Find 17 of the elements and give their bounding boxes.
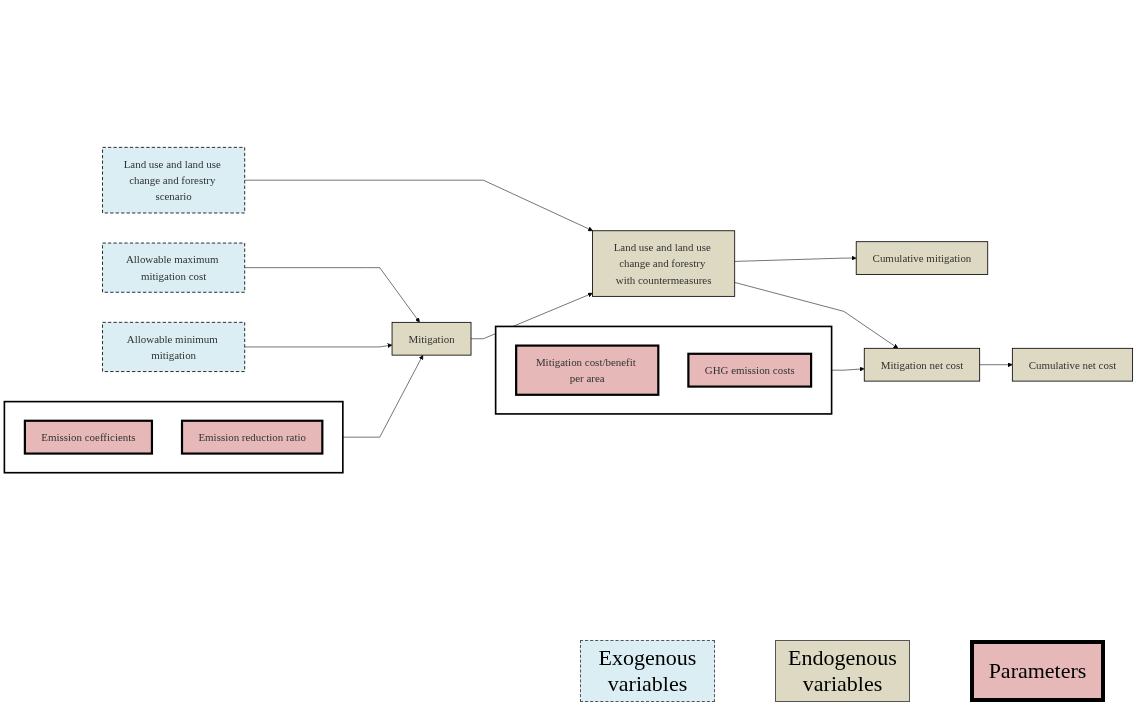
node-box: Land use and land use change and forestry with countermeasures [592, 230, 736, 297]
node-box: Allowable minimum mitigation [102, 321, 246, 372]
cluster [494, 325, 833, 415]
cluster [3, 400, 344, 474]
legend-swatch: Exogenous variables [580, 640, 715, 702]
legend-swatch: Endogenous variables [775, 640, 910, 702]
node-box: GHG emission costs [687, 352, 813, 388]
node-box: Cumulative mitigation [855, 241, 989, 275]
legend-swatch: Parameters [970, 640, 1105, 702]
node-box: Mitigation [391, 321, 472, 356]
node-box: Land use and land use change and forestry scenario [102, 146, 246, 214]
node-box: Emission reduction ratio [180, 419, 324, 455]
node-box: Cumulative net cost [1011, 347, 1134, 382]
node-box: Allowable maximum mitigation cost [102, 242, 246, 293]
node-box: Emission coefficients [23, 419, 154, 455]
node-box: Mitigation cost/benefit per area [515, 344, 660, 396]
node-box: Mitigation net cost [863, 347, 981, 382]
